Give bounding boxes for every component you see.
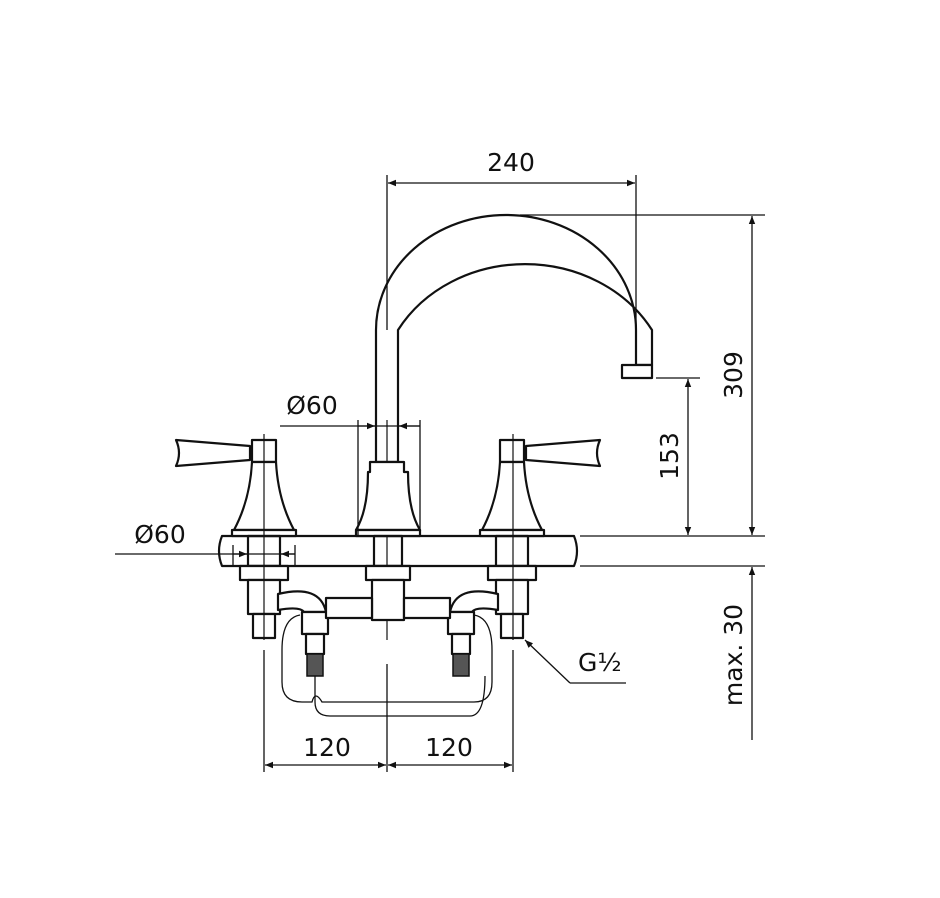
- thread-callout: G½: [524, 639, 626, 684]
- dimension-spout-diameter: Ø60: [280, 391, 421, 536]
- dimension-309-label: 309: [719, 351, 748, 399]
- spout: [354, 213, 654, 640]
- dimension-left-120-label: 120: [303, 733, 351, 762]
- dimension-240-label: 240: [487, 148, 535, 177]
- left-valve: [174, 438, 374, 677]
- thread-callout-label: G½: [578, 648, 622, 677]
- dimension-right-120-label: 120: [425, 733, 473, 762]
- dimension-120-spacing: 120 120: [263, 650, 514, 772]
- dimension-max-30-label: max. 30: [719, 604, 748, 706]
- dimension-valve-diameter-label: Ø60: [134, 520, 186, 549]
- dimension-max-30: max. 30: [580, 565, 765, 740]
- dimension-309: 309: [520, 214, 765, 537]
- dimension-240: 240: [386, 148, 637, 340]
- dimension-spout-diameter-label: Ø60: [286, 391, 338, 420]
- center-lines: [263, 434, 514, 640]
- dimension-153: 153: [655, 377, 700, 535]
- deck-plate: [217, 534, 579, 568]
- dimension-153-label: 153: [655, 432, 684, 480]
- flexible-hoses: [281, 614, 493, 717]
- right-valve: [402, 438, 602, 677]
- dimension-valve-diameter: Ø60: [115, 520, 296, 565]
